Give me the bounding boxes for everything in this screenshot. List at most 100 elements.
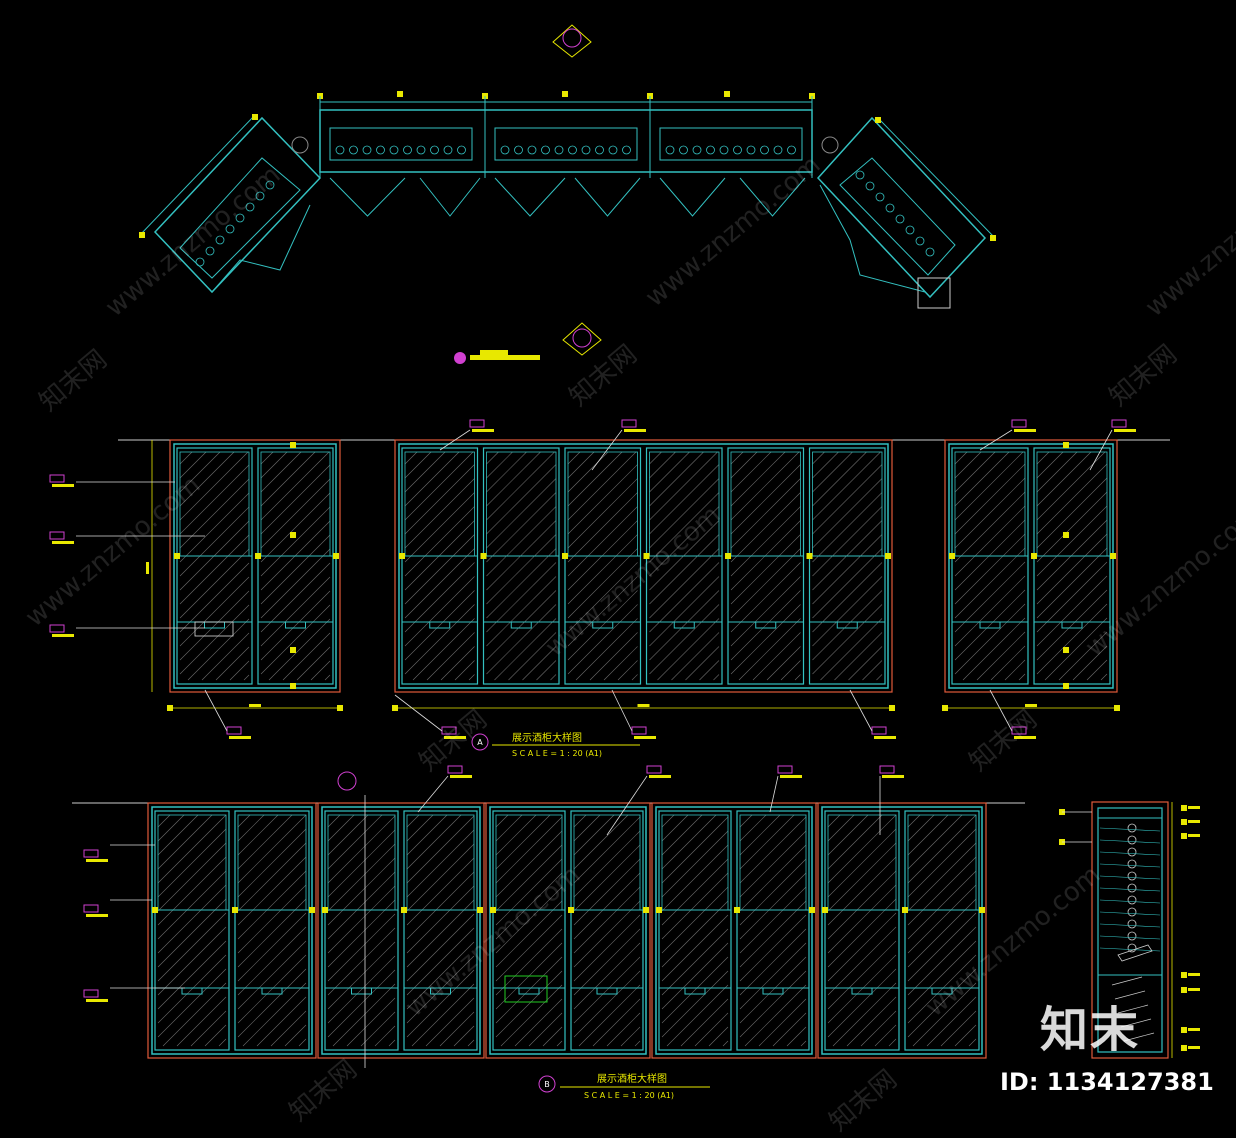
plan-bottle	[746, 145, 756, 155]
elevation-a-leader-line	[204, 689, 228, 732]
elevation-a-center-shelf-dim-tick	[562, 553, 568, 559]
glass-hatch-line	[661, 886, 729, 954]
elevation-b-module-5-inner-frame	[821, 806, 983, 1055]
glass-hatch-line	[739, 830, 807, 898]
glass-hatch-line	[495, 814, 509, 828]
glass-hatch-line	[1072, 645, 1108, 681]
side-section-rack-line	[1099, 827, 1161, 832]
plan-bottle	[865, 181, 875, 191]
side-section-rack-line	[1099, 899, 1161, 904]
glass-hatch-line	[827, 856, 897, 926]
plan-bottle	[679, 145, 688, 155]
elevation-b-leader-line	[417, 775, 449, 813]
glass-hatch-line	[468, 674, 475, 681]
glass-hatch-line	[794, 674, 801, 681]
elevation-a-top-tag-text	[472, 429, 494, 432]
glass-hatch-line	[514, 998, 563, 1047]
plan-left-door-swing	[211, 204, 311, 293]
side-section-dim-label	[1188, 820, 1200, 823]
glass-hatch-line	[237, 842, 307, 912]
glass-hatch-line	[954, 575, 1026, 647]
glass-hatch-line	[954, 519, 1026, 591]
glass-hatch-line	[404, 492, 475, 563]
elevation-a-center-handle	[510, 622, 532, 629]
plan-bottle	[905, 225, 915, 235]
glass-hatch-line	[406, 871, 475, 940]
glass-hatch-line	[327, 814, 369, 856]
plan-bottle	[773, 145, 783, 155]
elevation-a-top-tag-text	[1014, 429, 1036, 432]
elevation-a-hinge-tick	[290, 532, 296, 538]
glass-hatch-line	[201, 632, 250, 681]
glass-hatch-line	[179, 478, 250, 549]
glass-hatch-line	[1036, 519, 1108, 591]
elevation-b-title-block: B 展示酒柜大样图 S C A L E = 1 : 20 (A1)	[538, 1072, 710, 1100]
plan-bottle	[692, 145, 702, 155]
glass-hatch-line	[827, 814, 855, 842]
plan-bottle	[541, 145, 550, 155]
plan-center-cabinet	[319, 109, 813, 173]
elevation-a-hinge-tick	[1063, 683, 1069, 689]
elevation-b-top-tag-box	[447, 765, 463, 774]
glass-hatch-line	[406, 969, 475, 1038]
plan-section-marker-bottom-circle	[572, 328, 592, 348]
glass-hatch-line	[739, 816, 807, 884]
glass-hatch-line	[846, 996, 897, 1047]
glass-hatch-line	[730, 534, 801, 605]
elevation-a-center-handle	[592, 622, 614, 629]
glass-hatch-line	[649, 548, 720, 619]
glass-hatch-line	[812, 604, 883, 675]
glass-hatch-line	[739, 956, 807, 1024]
glass-hatch-line	[739, 886, 807, 954]
elevation-b-module-3-outer-frame	[485, 802, 651, 1059]
glass-hatch-line	[486, 451, 513, 479]
glass-hatch-line	[827, 814, 897, 884]
glass-hatch-line	[739, 872, 807, 940]
elevation-a-bottom-tag-box	[226, 726, 242, 735]
glass-hatch-line	[260, 451, 330, 521]
glass-hatch-line	[1036, 589, 1108, 661]
elevation-a-top-tag-box	[469, 419, 485, 428]
glass-hatch-line	[556, 1040, 563, 1047]
glass-hatch-line	[542, 1026, 563, 1047]
glass-hatch-line	[495, 956, 563, 1024]
elevation-a-hinge-tick	[290, 442, 296, 448]
section-marker-a	[471, 733, 489, 751]
glass-hatch-line	[296, 646, 331, 681]
elevation-a-right-shelf-dim-tick	[1110, 553, 1116, 559]
elevation-a-right-shelf-dim-tick	[949, 553, 955, 559]
glass-hatch-line	[237, 940, 307, 1010]
glass-hatch-line	[260, 534, 331, 605]
glass-hatch-line	[730, 520, 801, 591]
glass-hatch-line	[190, 1010, 227, 1047]
elevation-a-bottom-tag-box	[1011, 726, 1027, 735]
glass-hatch-line	[440, 646, 475, 681]
glass-hatch-line	[567, 562, 638, 633]
glass-hatch-line	[411, 983, 475, 1047]
glass-hatch-line	[406, 955, 475, 1024]
glass-hatch-line	[661, 956, 729, 1024]
glass-hatch-line	[179, 451, 193, 465]
plan-left-wing-rack	[179, 157, 301, 279]
side-section-dim-label	[1188, 973, 1200, 976]
glass-hatch-line	[486, 451, 541, 507]
elevation-a-left-tag-box	[49, 624, 65, 633]
glass-hatch-line	[260, 492, 331, 563]
glass-hatch-line	[573, 858, 641, 926]
glass-hatch-line	[812, 451, 867, 507]
glass-hatch-line	[310, 660, 331, 681]
glass-hatch-line	[573, 844, 641, 912]
elevation-a-hinge-tick	[290, 647, 296, 653]
glass-hatch-line	[327, 843, 396, 912]
glass-hatch-line	[739, 814, 753, 828]
elevation-a-left-handle	[285, 622, 306, 629]
glass-hatch-line	[157, 884, 227, 954]
elevation-a-top-tag-text	[624, 429, 646, 432]
elevation-a-title: 展示酒柜大样图	[512, 731, 582, 744]
side-section-bottle	[1127, 883, 1137, 893]
glass-hatch-line	[374, 1025, 396, 1047]
glass-hatch-line	[573, 816, 641, 884]
plan-right-wing-cabinet	[816, 116, 987, 299]
glass-hatch-line	[567, 492, 638, 563]
glass-hatch-line	[567, 451, 609, 493]
